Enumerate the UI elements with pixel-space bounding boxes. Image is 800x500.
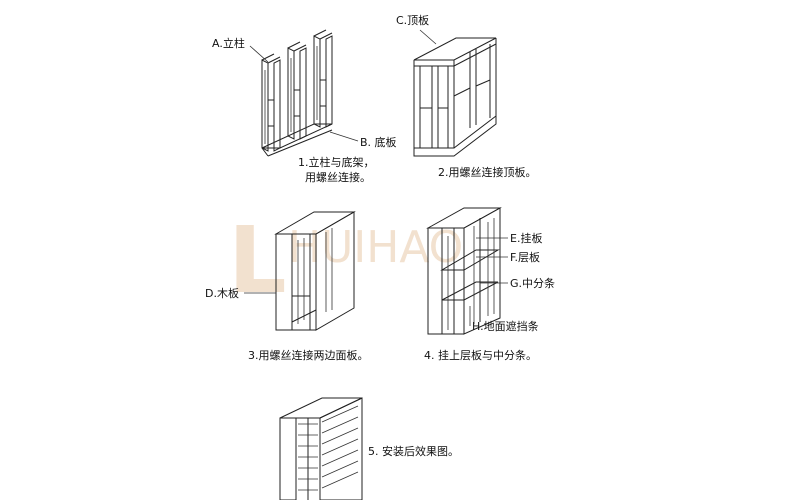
step-3-figure: D.木板 3.用螺丝连接两边面板。 xyxy=(205,211,369,362)
leader-c xyxy=(419,29,437,45)
label-g-divider: G.中分条 xyxy=(510,276,555,290)
label-f-shelf: F.层板 xyxy=(510,250,540,264)
shelf-depth-line xyxy=(321,416,359,434)
step-5-figure: 5. 安装后效果图。 xyxy=(279,397,459,500)
watermark: L HUIHAO xyxy=(228,207,463,314)
shelf-depth-line xyxy=(321,460,359,478)
step-4-figure: E.挂板 F.层板 G.中分条 H.地面遮挡条 4. 挂上层板与中分条。 xyxy=(424,207,555,362)
shelf-depth-line xyxy=(321,405,359,423)
label-d-panel: D.木板 xyxy=(205,286,239,300)
shelf-depth-line xyxy=(321,427,359,445)
step-3-caption: 3.用螺丝连接两边面板。 xyxy=(248,348,369,362)
step-1-caption-line1: 1.立柱与底架， xyxy=(298,155,375,169)
label-c-top: C.顶板 xyxy=(396,13,429,27)
leader-a xyxy=(249,45,269,63)
label-e-hanger: E.挂板 xyxy=(510,231,542,245)
step-5-shelves xyxy=(298,405,359,491)
leader-b xyxy=(329,131,359,142)
step-4-caption: 4. 挂上层板与中分条。 xyxy=(424,348,537,362)
label-b-base: B. 底板 xyxy=(360,135,397,149)
step-1-figure: A.立柱 B. 底板 1.立柱与底架， 用螺丝连接。 xyxy=(212,29,397,184)
step-2-figure: C.顶板 2.用螺丝连接顶板。 xyxy=(396,13,537,179)
watermark-letter: L xyxy=(228,207,287,314)
shelf-depth-line xyxy=(321,471,359,489)
shelf-depth-line xyxy=(321,438,359,456)
label-h-kickplate: H.地面遮挡条 xyxy=(472,319,539,333)
label-a-post: A.立柱 xyxy=(212,36,245,50)
shelf-depth-line xyxy=(321,449,359,467)
step-5-caption: 5. 安装后效果图。 xyxy=(368,444,459,458)
step-1-caption-line2: 用螺丝连接。 xyxy=(305,171,371,184)
watermark-text: HUIHAO xyxy=(288,222,463,273)
step-2-caption: 2.用螺丝连接顶板。 xyxy=(438,165,537,179)
